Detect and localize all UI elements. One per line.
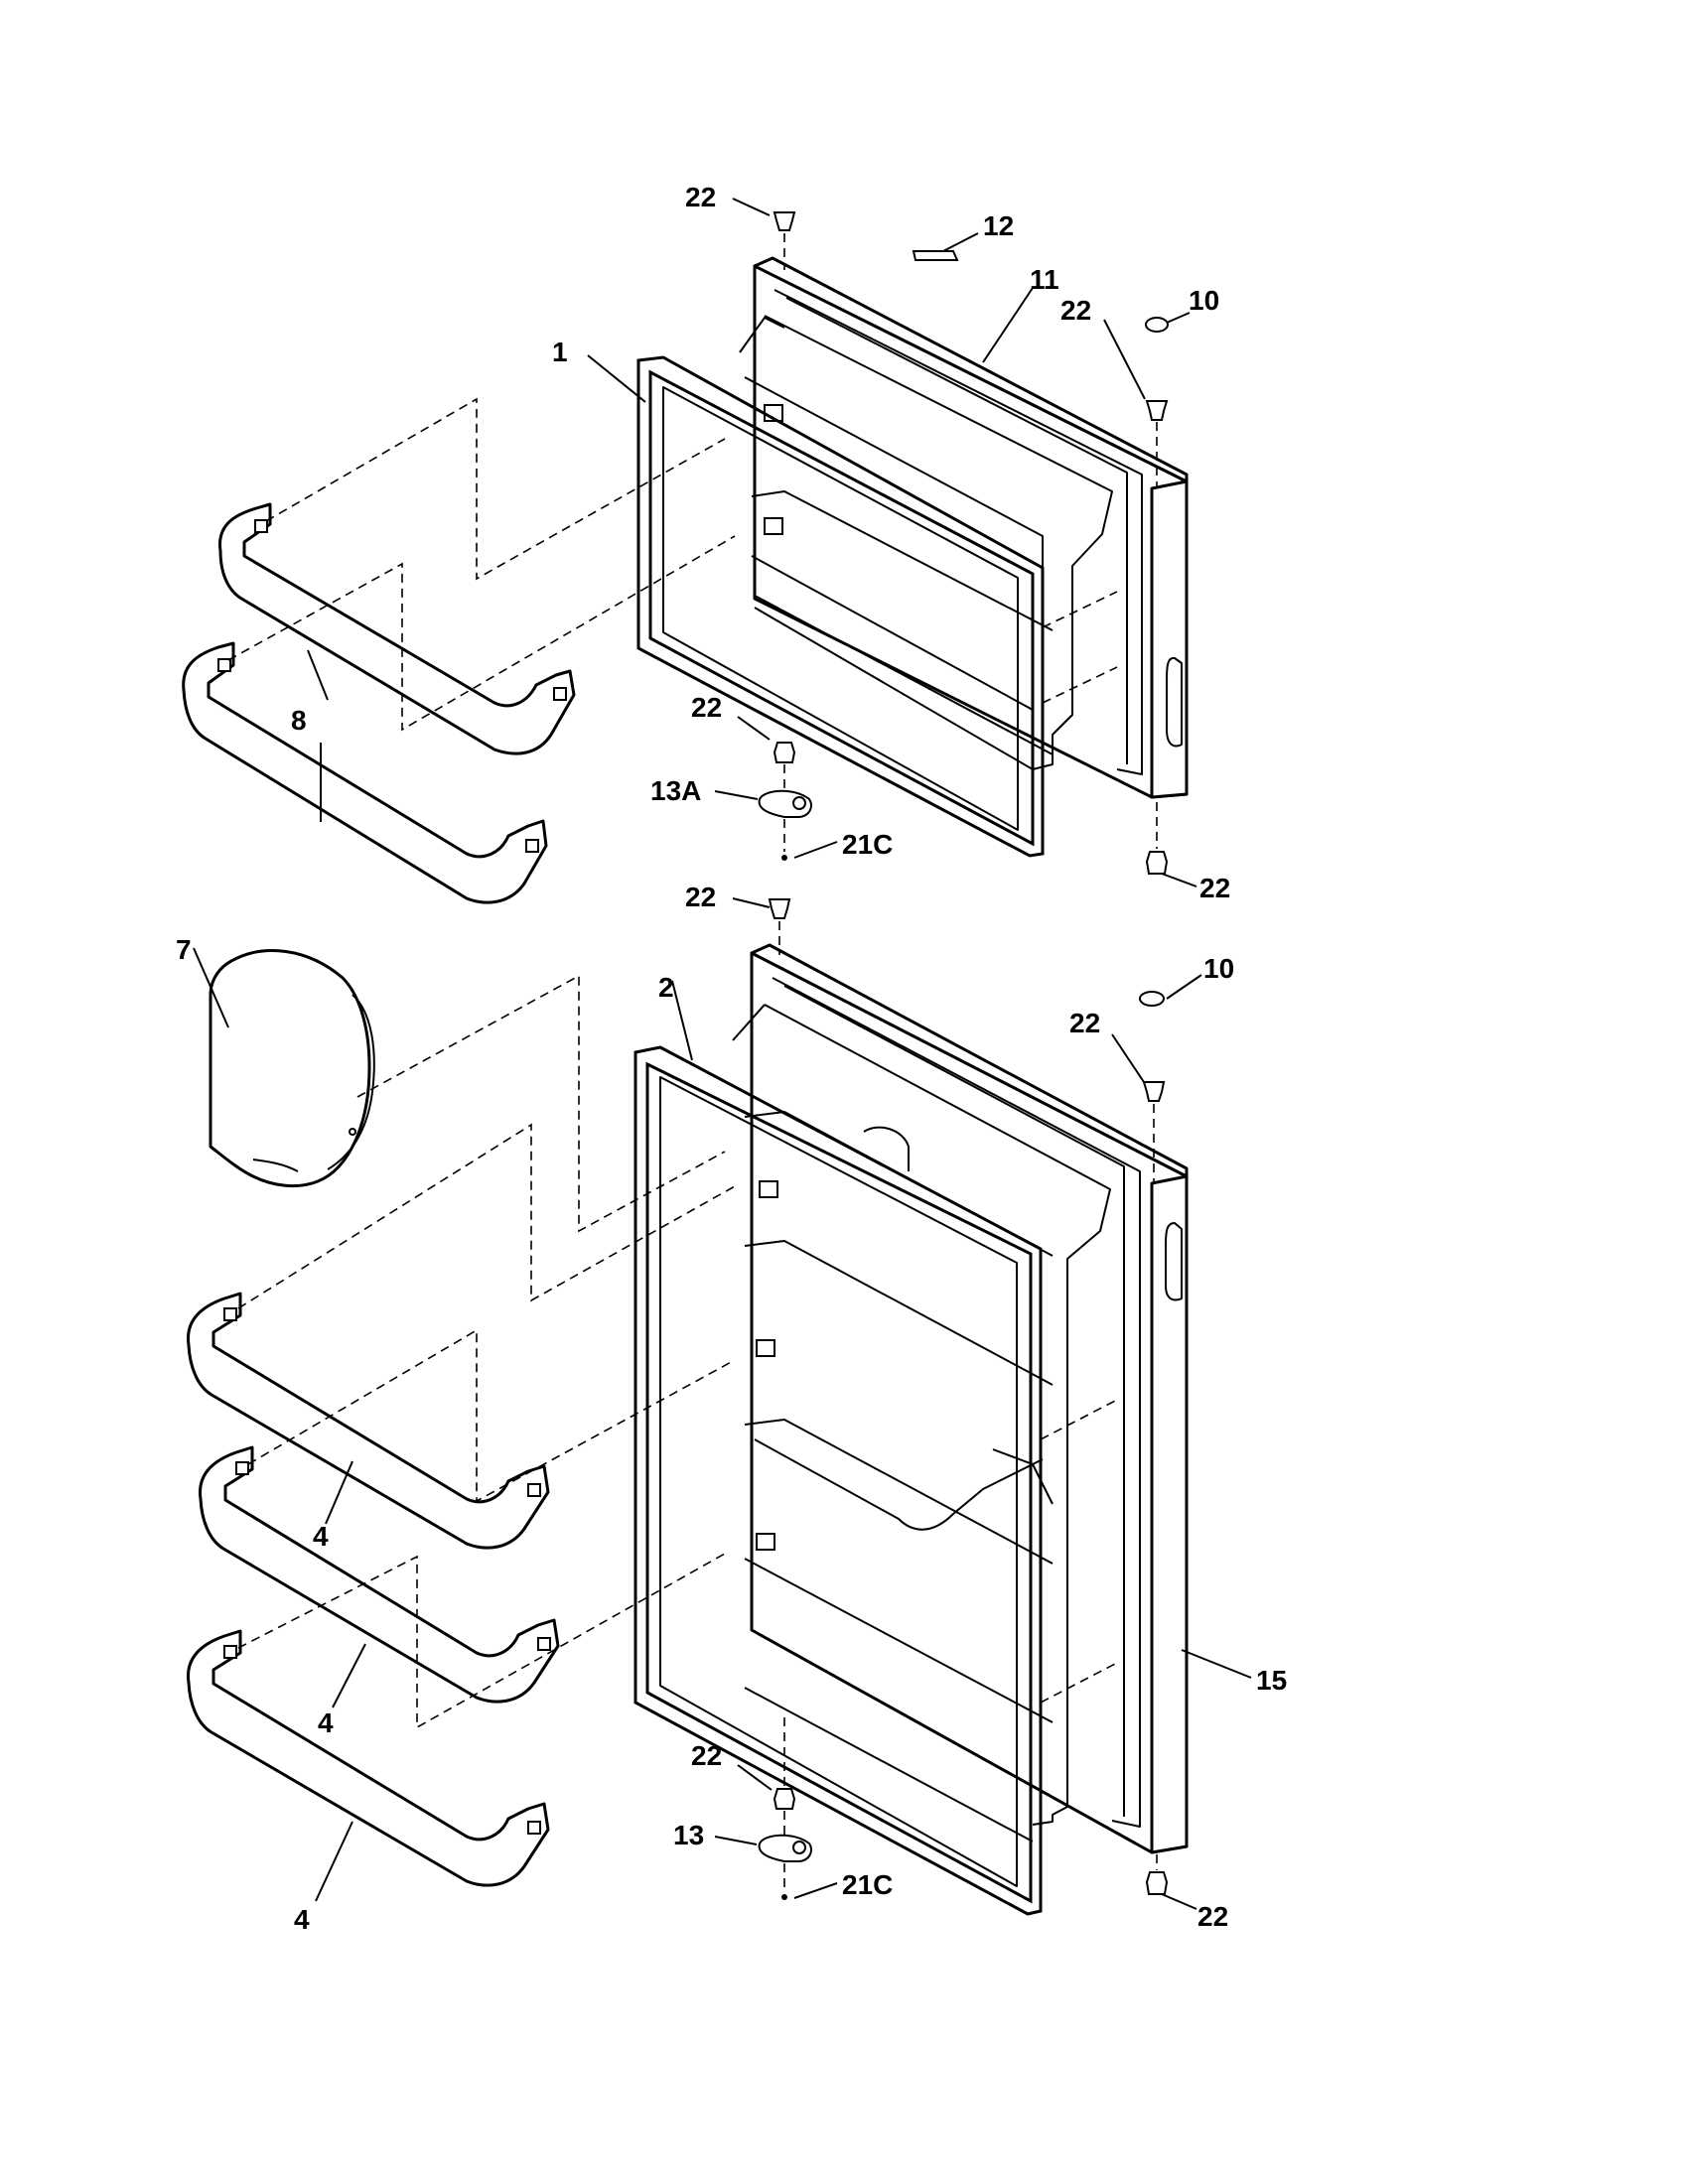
shelf-middle-guide-line: [247, 1328, 736, 1503]
callout-22: 22: [685, 882, 716, 912]
fresh-food-door-gasket: [633, 1045, 1043, 1916]
callout-22: 22: [1060, 295, 1091, 326]
callout-22: 22: [691, 1740, 722, 1771]
callout-21c: 21C: [842, 829, 893, 860]
callout-1: 1: [552, 337, 568, 367]
callout-22: 22: [685, 182, 716, 212]
fresh-food-hole-plug: [1139, 991, 1165, 1007]
door-shelf-middle: [199, 1445, 560, 1704]
freezer-door-shelf-upper: [218, 502, 576, 755]
fresh-food-bottom-hinge-screw: [773, 1717, 796, 1810]
callout-4: 4: [294, 1904, 310, 1935]
freezer-door-outer-panel: [753, 256, 1189, 799]
callout-4: 4: [318, 1707, 334, 1738]
callout-10: 10: [1189, 285, 1219, 316]
freezer-bottom-hinge-screw: [773, 742, 796, 763]
callout-2: 2: [658, 972, 674, 1003]
callout-22: 22: [691, 692, 722, 723]
freezer-right-screw: [1145, 400, 1169, 488]
callout-22: 22: [1069, 1008, 1100, 1038]
fresh-food-bottom-right-screw: [1145, 1854, 1169, 1895]
freezer-plug-button: [912, 250, 959, 261]
door-shelf-lower: [187, 1629, 550, 1887]
freezer-shelf-guide-line-a: [265, 397, 726, 581]
callout-21c: 21C: [842, 1869, 893, 1900]
fresh-food-right-screw: [1142, 1081, 1166, 1181]
dairy-door-cover: [209, 949, 375, 1187]
shelf-upper-guide-line: [237, 1123, 736, 1309]
callout-22: 22: [1199, 873, 1230, 903]
callout-8: 8: [291, 705, 307, 736]
door-shelf-upper: [187, 1292, 550, 1550]
callout-12: 12: [983, 210, 1014, 241]
freezer-bottom-right-screw: [1145, 802, 1169, 875]
callout-15: 15: [1256, 1665, 1287, 1696]
callout-7: 7: [176, 934, 192, 965]
callout-13: 13: [673, 1820, 704, 1850]
callout-10: 10: [1203, 953, 1234, 984]
shelf-lower-guide-line: [237, 1553, 726, 1729]
freezer-shelf-guide-line-b: [227, 535, 736, 732]
freezer-top-hinge-screw: [773, 211, 796, 270]
leader-lines: [193, 198, 1252, 1910]
callout-13a: 13A: [650, 775, 701, 806]
fresh-food-hinge-13: [758, 1811, 812, 1900]
fresh-food-door-outer-panel: [750, 943, 1189, 1854]
fresh-food-door-inner-liner: [732, 1004, 1111, 1843]
dairy-guide-line: [356, 974, 726, 1233]
freezer-door-gasket: [636, 355, 1045, 858]
freezer-hole-plug: [1145, 317, 1169, 333]
freezer-door-shelf-lower: [182, 641, 548, 904]
callout-11: 11: [1030, 264, 1059, 295]
freezer-hinge-13a: [758, 764, 812, 861]
callout-4: 4: [313, 1521, 329, 1552]
fresh-food-top-hinge-screw: [768, 898, 791, 955]
callout-22: 22: [1197, 1901, 1228, 1932]
